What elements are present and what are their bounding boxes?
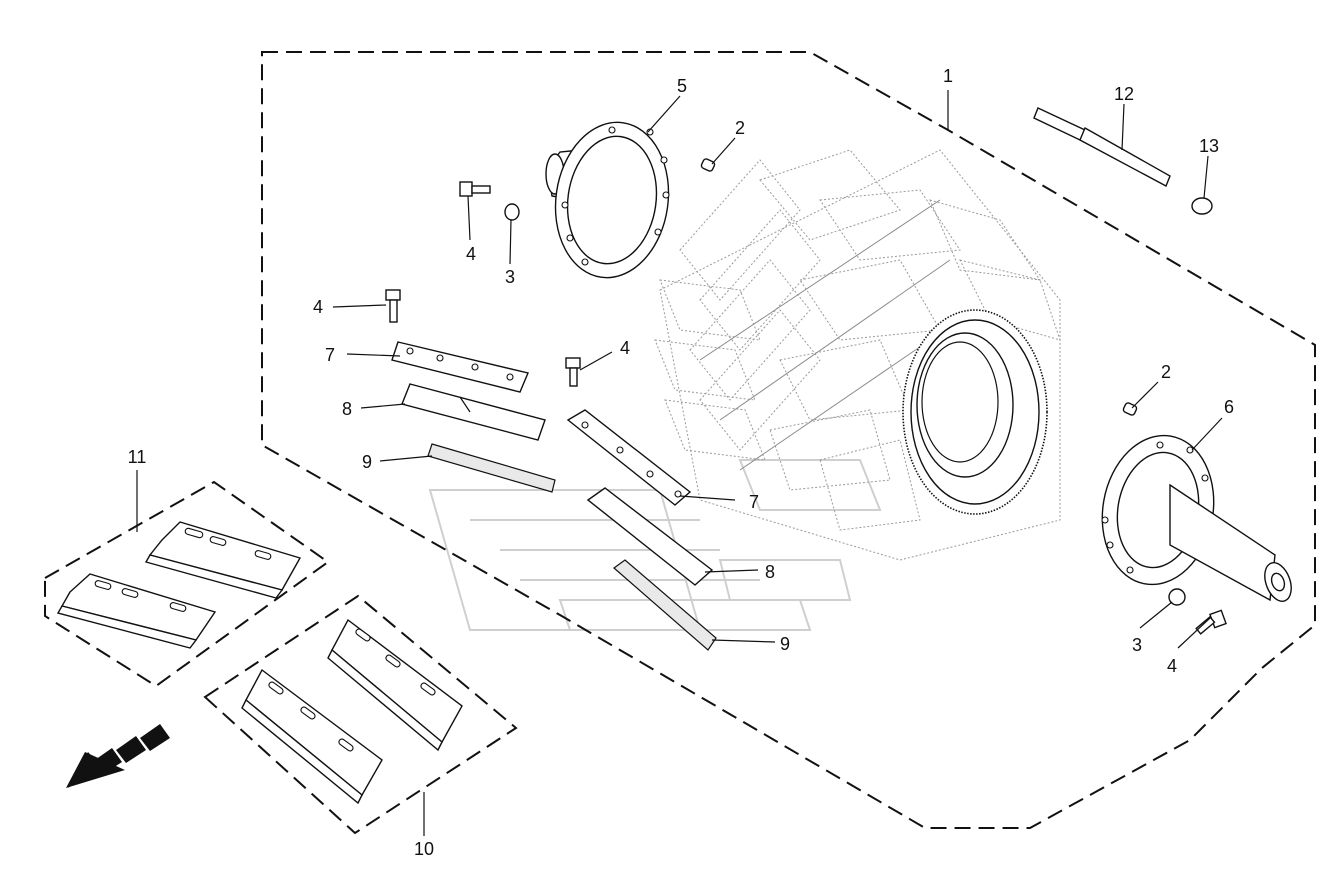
group-boundary-11 xyxy=(44,480,330,688)
callout-4b: 4 xyxy=(313,297,323,317)
callout-4d: 4 xyxy=(1167,656,1177,676)
bar-part-9a xyxy=(427,443,556,493)
callout-3a: 3 xyxy=(505,267,515,287)
plate-part-8a xyxy=(401,383,546,441)
callout-7a: 7 xyxy=(325,345,335,365)
callout-7b: 7 xyxy=(749,492,759,512)
plate-part-7a xyxy=(391,341,529,393)
callout-3b: 3 xyxy=(1132,635,1142,655)
washer-part-3b xyxy=(1168,588,1186,606)
callout-2a: 2 xyxy=(735,118,745,138)
bolt-part-4a xyxy=(459,181,491,197)
plate-part-7b xyxy=(566,409,692,506)
pin-part-2a xyxy=(700,158,716,172)
callout-8b: 8 xyxy=(765,562,775,582)
callout-1: 1 xyxy=(943,66,953,86)
bolt-part-4d xyxy=(1195,609,1227,635)
shaft-flange-part-6 xyxy=(1101,434,1292,602)
callout-4a: 4 xyxy=(466,244,476,264)
callout-9a: 9 xyxy=(362,452,372,472)
flange-hub-part-5 xyxy=(545,121,670,279)
bolt-part-4c xyxy=(565,357,581,387)
callout-6: 6 xyxy=(1224,397,1234,417)
callout-2b: 2 xyxy=(1161,362,1171,382)
group-boundary-1 xyxy=(261,51,1316,829)
ring-part-13 xyxy=(1191,197,1213,215)
blade-set-part-11 xyxy=(56,521,302,649)
blade-set-part-10 xyxy=(241,618,463,805)
group-boundary-10 xyxy=(203,594,518,835)
callout-4c: 4 xyxy=(620,338,630,358)
leader-lines xyxy=(136,90,1223,836)
washer-part-3a xyxy=(504,203,520,221)
callout-5: 5 xyxy=(677,76,687,96)
callout-10: 10 xyxy=(414,839,434,859)
callout-13: 13 xyxy=(1199,136,1219,156)
bolt-part-4b xyxy=(385,289,401,323)
callout-9b: 9 xyxy=(780,634,790,654)
rotor-assembly xyxy=(654,149,1061,561)
callout-12: 12 xyxy=(1114,84,1134,104)
callout-8a: 8 xyxy=(342,399,352,419)
direction-arrow-icon xyxy=(66,724,170,788)
tool-part-12 xyxy=(1033,107,1171,187)
bar-part-9b xyxy=(613,559,717,651)
callout-11: 11 xyxy=(128,447,147,467)
plate-part-8b xyxy=(586,487,714,586)
